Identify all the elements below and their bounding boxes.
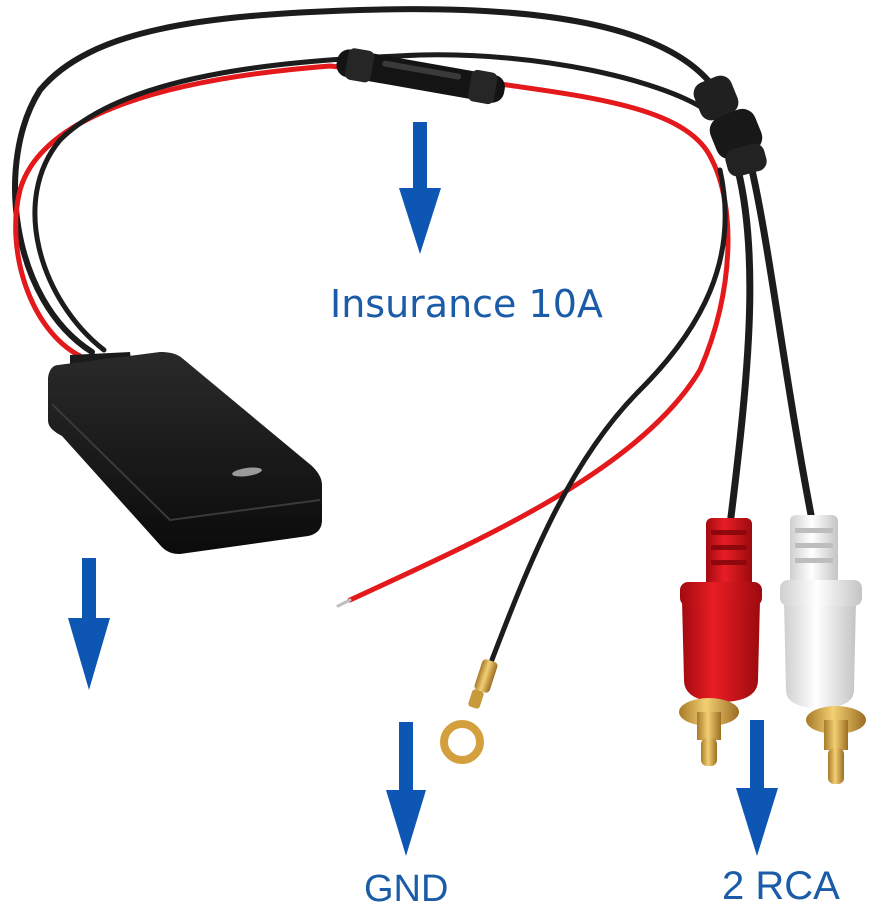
ring-terminal bbox=[440, 659, 498, 764]
inner-black-wire bbox=[32, 52, 709, 353]
white-rca-cable bbox=[748, 166, 816, 524]
fuse-label: Insurance 10A bbox=[330, 282, 603, 326]
ground-black-wire bbox=[487, 167, 728, 668]
white-rca-plug bbox=[780, 515, 866, 784]
red-rca-plug bbox=[679, 518, 762, 766]
rca-label: 2 RCA bbox=[722, 864, 840, 908]
power-red-wire bbox=[13, 63, 731, 603]
status-led bbox=[232, 467, 262, 477]
module-arrow-icon bbox=[68, 558, 110, 690]
red-rca-cable bbox=[726, 166, 754, 529]
fuse-arrow-icon bbox=[399, 122, 441, 254]
rca-arrow-icon bbox=[736, 720, 778, 856]
gnd-arrow-icon bbox=[386, 722, 426, 856]
bluetooth-module bbox=[48, 352, 322, 554]
cable-junction bbox=[693, 75, 767, 177]
wires bbox=[12, 6, 816, 668]
ground-label: GND bbox=[364, 868, 449, 910]
fuse-holder bbox=[336, 48, 505, 105]
red-wire-tip bbox=[336, 598, 352, 608]
